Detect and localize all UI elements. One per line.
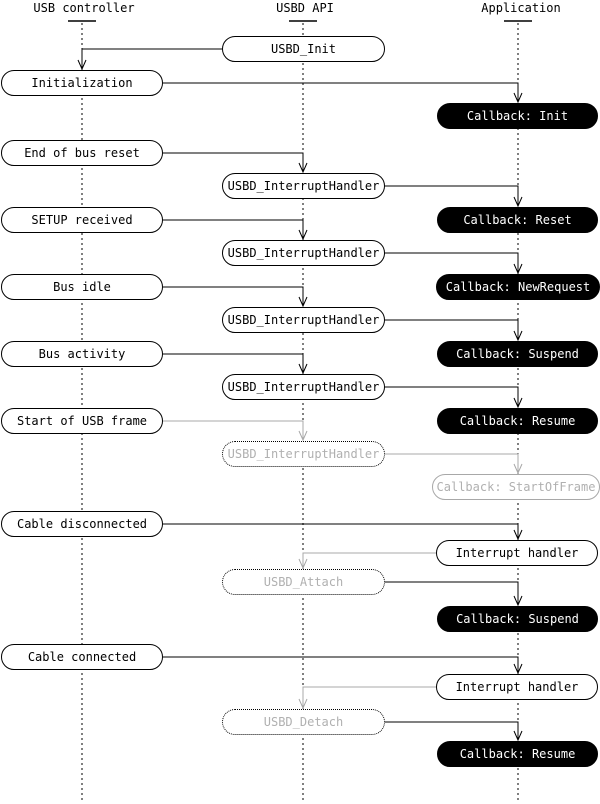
node-callback-suspend: Callback: Suspend (437, 341, 598, 367)
actor-label-usbd-api: USBD API (276, 1, 334, 15)
node-bus-idle: Bus idle (1, 274, 163, 300)
connector-line-17 (385, 721, 519, 740)
arrowhead-down-icon (513, 463, 523, 475)
node-callback-resume: Callback: Resume (437, 741, 598, 767)
connector-line-11 (385, 453, 519, 473)
arrowhead-down-icon (513, 730, 523, 742)
arrowhead-down-icon (513, 595, 523, 607)
connector-line-1 (163, 82, 519, 102)
node-usbd-interrupthandler: USBD_InterruptHandler (222, 240, 385, 266)
node-callback-newrequest: Callback: NewRequest (436, 274, 600, 300)
connector-line-12 (163, 523, 519, 539)
node-cable-disconnected: Cable disconnected (1, 511, 163, 537)
actor-label-usb-controller: USB controller (33, 1, 135, 15)
connector-line-3 (385, 185, 519, 206)
connector-line-15 (163, 656, 519, 673)
node-setup-received: SETUP received (1, 207, 163, 233)
node-end-of-bus-reset: End of bus reset (1, 140, 163, 166)
node-usbd-interrupthandler: USBD_InterruptHandler (222, 173, 385, 199)
connector-line-8 (163, 353, 304, 373)
node-usbd-attach: USBD_Attach (222, 569, 385, 595)
node-callback-startofframe: Callback: StartOfFrame (432, 474, 600, 500)
connector-line-14 (385, 581, 519, 605)
arrowhead-down-icon (298, 430, 308, 442)
arrowhead-down-icon (298, 229, 308, 241)
node-usbd-interrupthandler: USBD_InterruptHandler (222, 307, 385, 333)
node-initialization: Initialization (1, 70, 163, 96)
node-callback-resume: Callback: Resume (437, 408, 598, 434)
arrowhead-down-icon (513, 196, 523, 208)
arrowhead-down-icon (77, 59, 87, 71)
arrowhead-down-icon (298, 698, 308, 710)
connector-line-6 (163, 286, 304, 306)
arrowhead-down-icon (513, 397, 523, 409)
node-usbd-interrupthandler: USBD_InterruptHandler (222, 441, 385, 467)
connector-line-2 (163, 152, 304, 172)
arrowhead-down-icon (513, 330, 523, 342)
connector-line-10 (163, 420, 304, 440)
node-interrupt-handler: Interrupt handler (436, 540, 598, 566)
connector-line-7 (385, 319, 519, 340)
connector-line-4 (163, 219, 304, 239)
connector-line-0 (81, 48, 222, 69)
node-callback-reset: Callback: Reset (437, 207, 598, 233)
connector-line-13 (302, 552, 436, 568)
node-cable-connected: Cable connected (1, 644, 163, 670)
arrowhead-down-icon (513, 529, 523, 541)
node-usbd-detach: USBD_Detach (222, 709, 385, 735)
arrowhead-down-icon (298, 363, 308, 375)
node-bus-activity: Bus activity (1, 341, 163, 367)
node-interrupt-handler: Interrupt handler (436, 674, 598, 700)
connector-line-16 (302, 686, 436, 708)
connector-line-5 (385, 252, 519, 273)
node-callback-suspend: Callback: Suspend (437, 606, 598, 632)
node-usbd-init: USBD_Init (222, 36, 385, 62)
arrowhead-down-icon (298, 558, 308, 570)
arrowhead-down-icon (298, 296, 308, 308)
actor-label-application: Application (481, 1, 561, 15)
arrowhead-down-icon (513, 663, 523, 675)
arrowhead-down-icon (513, 92, 523, 104)
node-usbd-interrupthandler: USBD_InterruptHandler (222, 374, 385, 400)
arrowhead-down-icon (513, 263, 523, 275)
arrowhead-down-icon (298, 162, 308, 174)
connector-line-9 (385, 386, 519, 407)
node-start-of-usb-frame: Start of USB frame (1, 408, 163, 434)
node-callback-init: Callback: Init (437, 103, 598, 129)
